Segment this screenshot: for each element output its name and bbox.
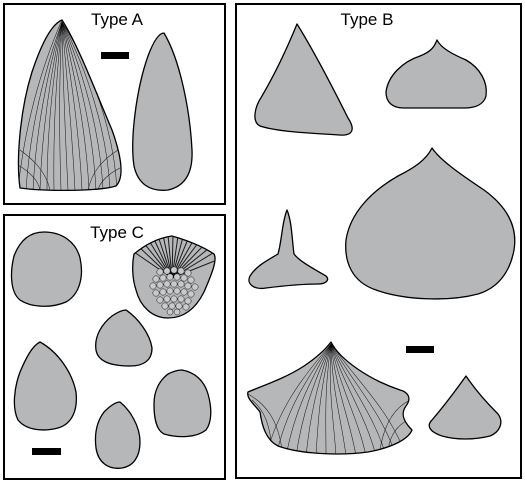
- panel-b-label: Type B: [341, 10, 394, 29]
- panel-b-scale-bar: [406, 346, 434, 353]
- panel-type-c: Type C: [4, 215, 225, 479]
- panel-a-label: Type A: [91, 10, 144, 29]
- panel-c-scale-bar: [32, 448, 61, 455]
- panel-a-scale-bar: [101, 52, 129, 59]
- panel-c-label: Type C: [90, 223, 144, 242]
- panel-type-a: Type A: [4, 4, 225, 204]
- type-c-scale-rounded-1: [12, 232, 82, 306]
- panel-type-b: Type B: [236, 4, 521, 478]
